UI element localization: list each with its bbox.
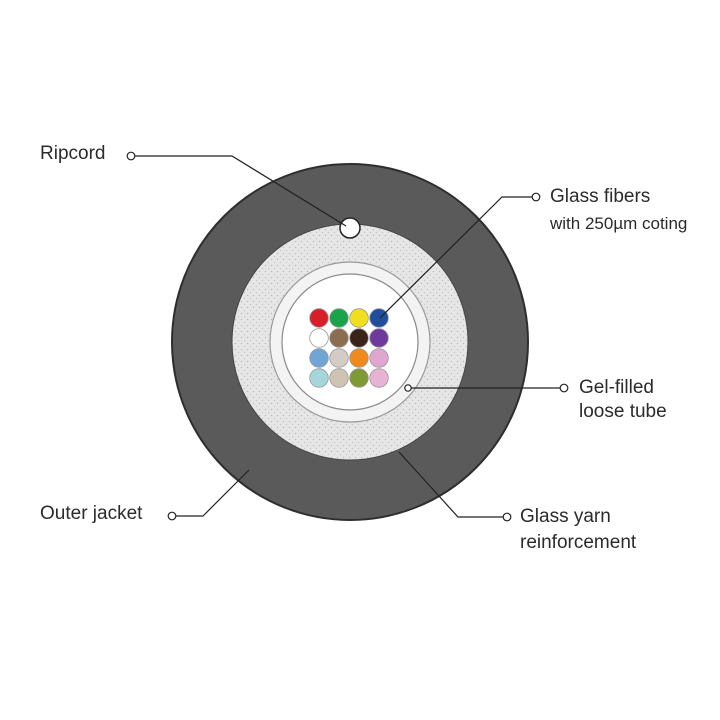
fiber-3-1 <box>329 368 349 388</box>
ripcord-leader-dot <box>126 151 136 161</box>
fiber-1-3 <box>369 328 389 348</box>
outer-jacket-leader-line <box>172 469 250 517</box>
fiber-0-1 <box>329 308 349 328</box>
ripcord <box>339 217 361 239</box>
label-reinforcement: reinforcement <box>520 532 637 553</box>
gel-tube-leader-dot <box>559 383 569 393</box>
label-glass-fibers: Glass fibers <box>550 186 651 207</box>
fiber-1-1 <box>329 328 349 348</box>
fiber-2-1 <box>329 348 349 368</box>
fiber-0-0 <box>309 308 329 328</box>
label-outer-jacket: Outer jacket <box>40 503 143 524</box>
fiber-0-2 <box>349 308 369 328</box>
label-ripcord: Ripcord <box>40 143 106 164</box>
gel-tube-anchor-dot <box>404 384 412 392</box>
label-glass-fibers-coating: with 250µm coting <box>550 214 688 233</box>
glass-fibers-leader-line <box>379 196 532 319</box>
loose-tube-gel-area <box>281 273 419 411</box>
outer-jacket-leader-dot <box>167 511 177 521</box>
fiber-2-2 <box>349 348 369 368</box>
fiber-0-3 <box>369 308 389 328</box>
glass-fibers-group <box>309 308 389 388</box>
fiber-1-0 <box>309 328 329 348</box>
ripcord-leader-line <box>131 155 347 227</box>
glass-yarn-leader-line <box>398 451 503 518</box>
label-loose-tube: loose tube <box>579 401 667 422</box>
label-gel-filled: Gel-filled <box>579 377 654 398</box>
fiber-2-0 <box>309 348 329 368</box>
glass-yarn-leader-dot <box>502 512 512 522</box>
fiber-2-3 <box>369 348 389 368</box>
fiber-3-2 <box>349 368 369 388</box>
label-glass-yarn: Glass yarn <box>520 506 611 527</box>
fiber-3-3 <box>369 368 389 388</box>
fiber-3-0 <box>309 368 329 388</box>
glass-fibers-leader-dot <box>531 192 541 202</box>
fiber-1-2 <box>349 328 369 348</box>
